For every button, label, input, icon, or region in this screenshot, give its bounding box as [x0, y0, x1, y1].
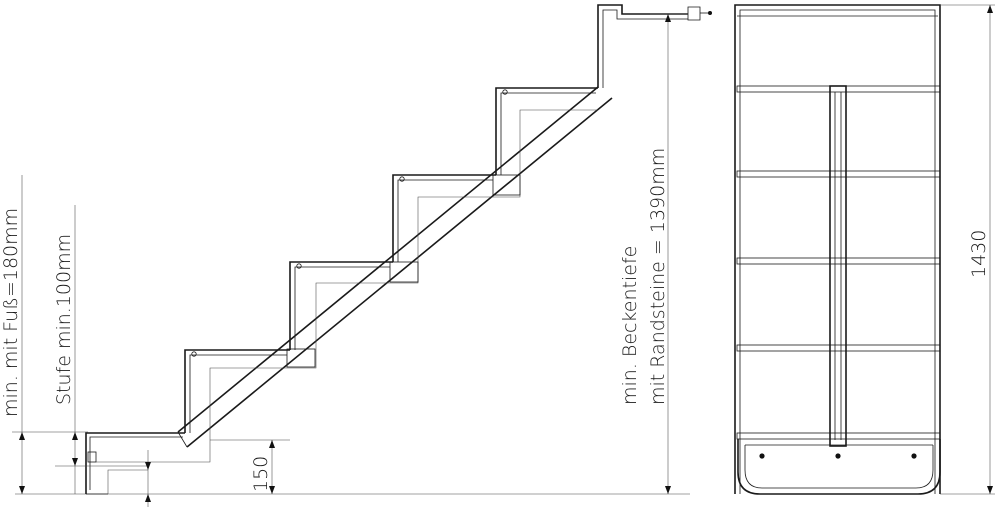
dim-total-height: 1430	[940, 4, 995, 495]
label-step-min: Stufe min.100mm	[53, 234, 75, 405]
front-foot	[737, 439, 941, 495]
foot-screw-icon	[835, 453, 841, 459]
label-pool-depth-1: min. Beckentiefe	[619, 246, 641, 405]
mounting-bolt-icon	[708, 11, 712, 15]
front-center-stringer	[829, 85, 847, 447]
dim-foot-height: 150	[210, 439, 290, 494]
side-view: min. mit Fuß=180mm Stufe min.100mm 150	[0, 4, 712, 507]
label-total-height: 1430	[968, 230, 990, 278]
label-pool-depth-2: mit Randsteine = 1390mm	[647, 148, 669, 405]
label-min-foot: min. mit Fuß=180mm	[0, 208, 22, 417]
stringer	[177, 86, 613, 448]
label-foot-height: 150	[250, 456, 272, 492]
foot-screw-icon	[911, 453, 917, 459]
foot-plate	[85, 432, 211, 495]
dim-pool-depth: min. Beckentiefe mit Randsteine = 1390mm	[619, 13, 688, 494]
front-treads	[736, 85, 941, 440]
dim-min-foot: min. mit Fuß=180mm	[0, 175, 88, 494]
front-view: 1430	[734, 4, 995, 495]
dim-step-min: Stufe min.100mm	[53, 205, 148, 494]
dim-foot-clearance	[145, 450, 151, 507]
foot-screw-icon	[759, 453, 765, 459]
steps	[184, 4, 712, 440]
